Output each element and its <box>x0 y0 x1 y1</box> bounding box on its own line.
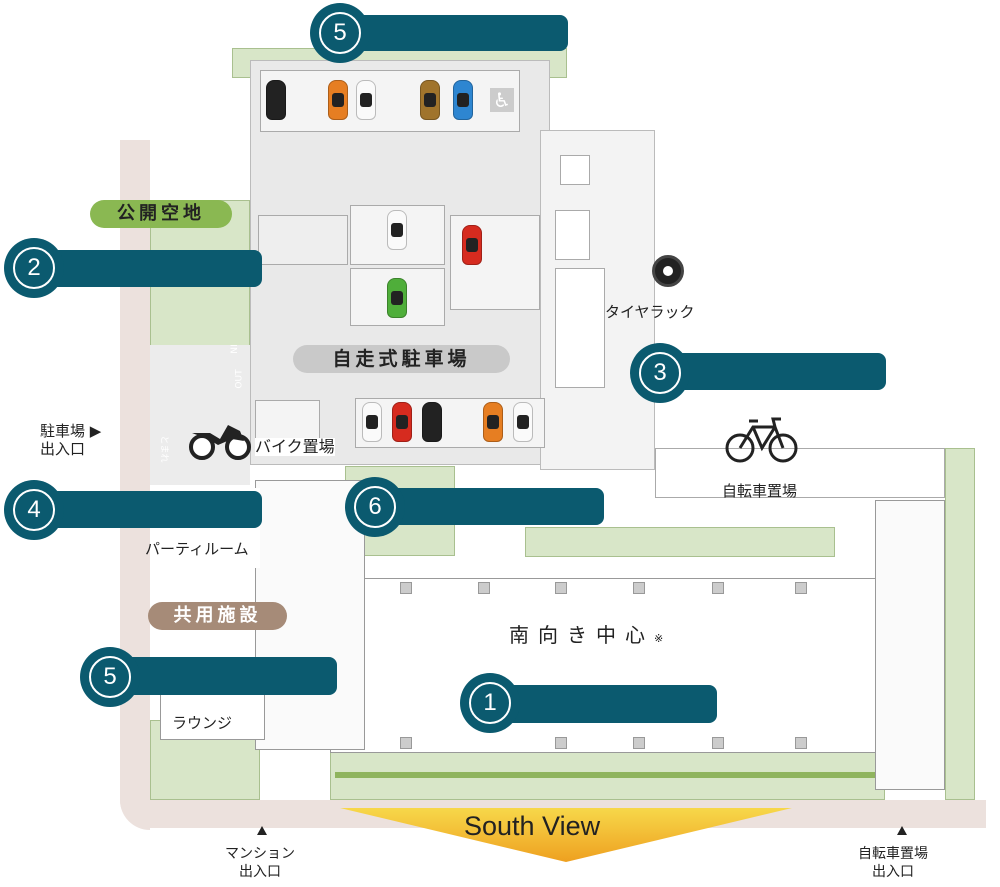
east-wing <box>875 500 945 790</box>
road-west <box>120 140 150 830</box>
car-white <box>387 210 407 250</box>
greenery-east <box>945 448 975 800</box>
column <box>633 582 645 594</box>
car-orange <box>328 80 348 120</box>
bicycle-entrance-label: 自転車置場 出入口 <box>858 846 928 880</box>
car-orange <box>483 402 503 442</box>
bicycle-area <box>655 448 945 498</box>
south-facing-label: 南向き中心※ <box>505 625 668 648</box>
ramp-out-label: OUT <box>234 369 245 389</box>
column <box>795 582 807 594</box>
column <box>633 737 645 749</box>
car-brown <box>420 80 440 120</box>
mansion-entrance-label: マンション 出入口 <box>225 846 295 880</box>
callout-bar-6 <box>375 488 604 525</box>
car-red <box>462 225 482 265</box>
column <box>400 582 412 594</box>
car-black <box>266 80 286 120</box>
wheelchair-icon: ♿ <box>490 88 514 112</box>
column <box>555 582 567 594</box>
bicycle-icon <box>725 417 798 463</box>
column <box>712 582 724 594</box>
column <box>795 737 807 749</box>
callout-bar-2 <box>35 250 262 287</box>
tire-rack-structure <box>555 268 605 388</box>
bicycle-entrance-marker <box>897 826 907 835</box>
badge-4: 4 <box>4 480 64 540</box>
hedge-south <box>335 772 880 778</box>
parking-slot <box>260 70 520 132</box>
column <box>400 737 412 749</box>
column <box>478 582 490 594</box>
self-parking-label: 自走式駐車場 <box>293 345 510 373</box>
car-white <box>362 402 382 442</box>
badge-5-bottom: 5 <box>80 647 140 707</box>
badge-1: 1 <box>460 673 520 733</box>
parking-ramp <box>150 345 250 485</box>
stop-marking: とまれ <box>158 435 169 463</box>
shared-facilities-label: 共用施設 <box>148 602 287 630</box>
callout-bar-5-bottom <box>110 657 337 695</box>
car-red <box>392 402 412 442</box>
column <box>555 737 567 749</box>
car-white <box>356 80 376 120</box>
badge-2: 2 <box>4 238 64 298</box>
party-room-label: パーティルーム <box>145 540 249 558</box>
car-white <box>513 402 533 442</box>
badge-3: 3 <box>630 343 690 403</box>
mansion-entrance-marker <box>257 826 267 835</box>
ramp-in-label: IN <box>227 344 238 354</box>
tire-rack-label: タイヤラック <box>605 303 695 321</box>
callout-bar-3 <box>660 353 886 390</box>
badge-6: 6 <box>345 477 405 537</box>
callout-bar-5-top <box>340 15 568 51</box>
south-view-label: South View <box>464 811 601 841</box>
bicycle-parking-label: 自転車置場 <box>722 482 798 500</box>
parking-entrance-label: 駐車場 ▶ 出入口 <box>40 422 102 458</box>
column <box>712 737 724 749</box>
south-view-arrow <box>340 808 792 862</box>
bike-slots <box>255 400 320 440</box>
storage <box>560 155 590 185</box>
car-green <box>387 278 407 318</box>
car-blue <box>453 80 473 120</box>
lounge-label: ラウンジ <box>172 714 233 732</box>
residential-building <box>330 578 885 753</box>
callout-bar-1 <box>490 685 717 723</box>
car-black <box>422 402 442 442</box>
public-space-label: 公開空地 <box>90 200 232 228</box>
stair <box>555 210 590 260</box>
bike-parking-label: バイク置場 <box>255 437 335 456</box>
parking-slot <box>258 215 348 265</box>
callout-bar-4 <box>35 491 262 528</box>
badge-5-top: 5 <box>310 3 370 63</box>
greenery-courtyard <box>525 527 835 557</box>
tire-icon <box>652 255 684 287</box>
motorcycle-icon <box>189 425 251 460</box>
